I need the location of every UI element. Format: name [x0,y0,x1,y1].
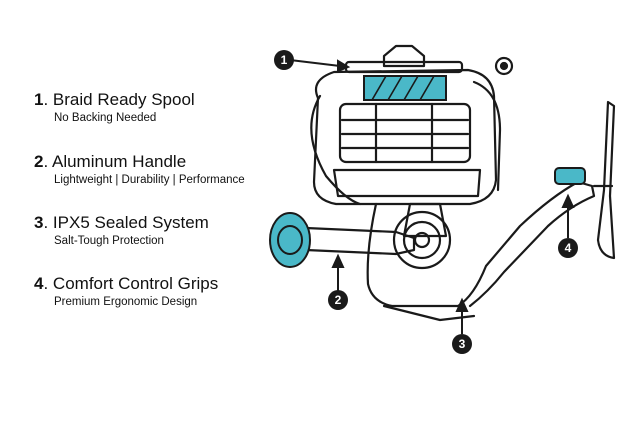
gear-cover [392,210,452,270]
gear-cover-inner [402,220,442,260]
callout-badge-label: 1 [281,53,288,67]
line-roller [494,56,514,76]
callout-badge-3: 3 [452,334,472,354]
callout-arrow-1-line [289,59,341,67]
feature-title: 1. Braid Ready Spool [34,90,195,109]
callout-badge-label: 2 [335,293,342,307]
feature-braid-ready-spool: 1. Braid Ready Spool No Backing Needed [34,90,195,126]
reel-bail-wire [310,94,362,206]
feature-comfort-control-grips: 4. Comfort Control Grips Premium Ergonom… [34,274,218,310]
spool-band [363,75,447,101]
gearbox-stem [402,202,448,238]
callout-badge-label: 3 [459,337,466,351]
braid-ready-spool-accent [363,75,447,101]
reel-rotor-arm [472,80,502,192]
comfort-grip-teal [554,167,586,185]
spool-skirt [338,102,472,164]
spool-line-stripe [387,75,403,101]
feature-subtitle: Salt-Tough Protection [54,235,164,247]
reel-rotor-housing [312,68,498,206]
callout-arrow-1-head [337,59,351,73]
handle-crank-arm [596,100,616,260]
feature-subtitle: Premium Ergonomic Design [54,296,198,308]
feature-title: 2. Aluminum Handle [34,152,187,171]
handle-knob [269,212,311,268]
callout-arrow-2-head [331,253,345,268]
spool-line-stripe [371,75,387,101]
feature-subtitle: No Backing Needed [54,112,157,124]
spool-line-stripe [403,75,419,101]
callout-arrow-3-head [455,297,469,312]
gearbox-body [366,180,596,308]
feature-title: 3. IPX5 Sealed System [34,213,209,232]
drag-knob [382,44,426,68]
callout-badge-4: 4 [558,238,578,258]
handle-knob-grip [269,212,311,268]
reel-lower-housing [332,168,482,198]
callout-badge-1: 1 [274,50,294,70]
feature-aluminum-handle: 2. Aluminum Handle Lightweight | Durabil… [34,152,245,188]
callout-badge-label: 4 [565,241,572,255]
callout-badge-2: 2 [328,290,348,310]
feature-title: 4. Comfort Control Grips [34,274,219,293]
handle-knob-inner [277,225,303,255]
line-roller-center [499,61,509,71]
callout-arrow-4-head [561,193,575,208]
feature-subtitle: Lightweight | Durability | Performance [54,174,245,186]
aluminum-handle-shaft [304,226,416,256]
feature-ipx5-sealed-system: 3. IPX5 Sealed System Salt-Tough Protect… [34,213,209,249]
spool-line-stripe [419,75,435,101]
